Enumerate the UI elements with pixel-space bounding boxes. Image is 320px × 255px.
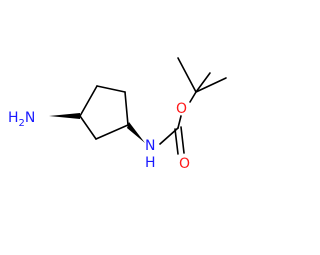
tbutyl-methyl-bond xyxy=(177,57,197,93)
carbonyl-to-ester-o-bond xyxy=(177,115,182,129)
ring-bond xyxy=(95,124,129,140)
ester-oxygen-label: O xyxy=(176,101,187,117)
ester-o-to-tbutyl-bond xyxy=(189,91,197,103)
carbamate-chain xyxy=(159,57,227,155)
ring-bond xyxy=(79,85,98,117)
amine-label: H2N xyxy=(8,110,35,129)
wedge-bond-nh xyxy=(127,122,145,143)
structure-svg: H2N N H O O xyxy=(8,57,227,172)
carbonyl-double-bond-a xyxy=(174,128,179,155)
molecule-drawing: H2N N H O O xyxy=(8,57,227,172)
tbutyl-methyl-bond xyxy=(195,72,211,93)
carbonyl-double-bond-b xyxy=(180,126,185,154)
ring-bond xyxy=(96,85,126,93)
carbonyl-oxygen-label: O xyxy=(179,156,190,172)
ring xyxy=(79,85,129,140)
ring-bond xyxy=(124,91,129,126)
wedge-bond-amine xyxy=(49,113,80,119)
carbamate-h-label: H xyxy=(145,155,156,171)
tbutyl-methyl-bond xyxy=(195,77,227,93)
carbamate-n-label: N xyxy=(145,138,155,154)
ring-bond xyxy=(79,115,97,140)
